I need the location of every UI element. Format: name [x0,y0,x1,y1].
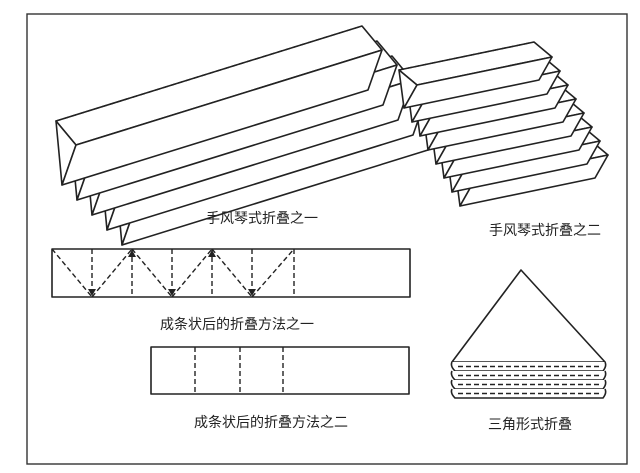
caption-accordion-fold-one: 手风琴式折叠之一 [206,211,318,227]
strip-one-arrow-down [248,289,256,296]
strip-one-diagonal [171,248,213,298]
accordion-one-prism-face [61,49,383,186]
strip-fold-two-drawing [150,346,410,395]
triangle-stack-layers [450,361,607,399]
caption-strip-fold-one: 成条状后的折叠方法之一 [160,316,314,333]
strip-one-diagonal [131,248,173,298]
triangle-outline [451,269,606,363]
strip-one-fold-lines [51,248,295,298]
strip-one-diagonal [91,248,133,298]
strip-fold-one-drawing [51,248,411,298]
caption-strip-fold-two: 成条状后的折叠方法之二 [194,414,348,431]
strip-one-outline [51,248,411,298]
caption-triangle-fold: 三角形式折叠 [488,417,572,433]
strip-one-diagonal [51,248,93,298]
strip-two-outline [150,346,410,395]
figure-frame [26,13,628,465]
accordion-two-hidden-edge [398,41,535,71]
accordion-fold-two-drawing [398,41,609,207]
triangle-fold-drawing [450,269,607,399]
caption-accordion-fold-two: 手风琴式折叠之二 [489,223,601,239]
strip-one-diagonal [211,248,253,298]
triangle-layer [450,388,607,399]
accordion-one-hidden-edge [55,25,363,122]
strip-one-arrow-down [168,289,176,296]
strip-one-arrow-up [128,250,136,257]
accordion-two-prism-face [403,56,553,109]
strip-one-arrow-down [88,289,96,296]
strip-one-diagonal [251,248,295,298]
accordion-fold-one-drawing [55,25,443,246]
strip-one-arrow-up [208,250,216,257]
